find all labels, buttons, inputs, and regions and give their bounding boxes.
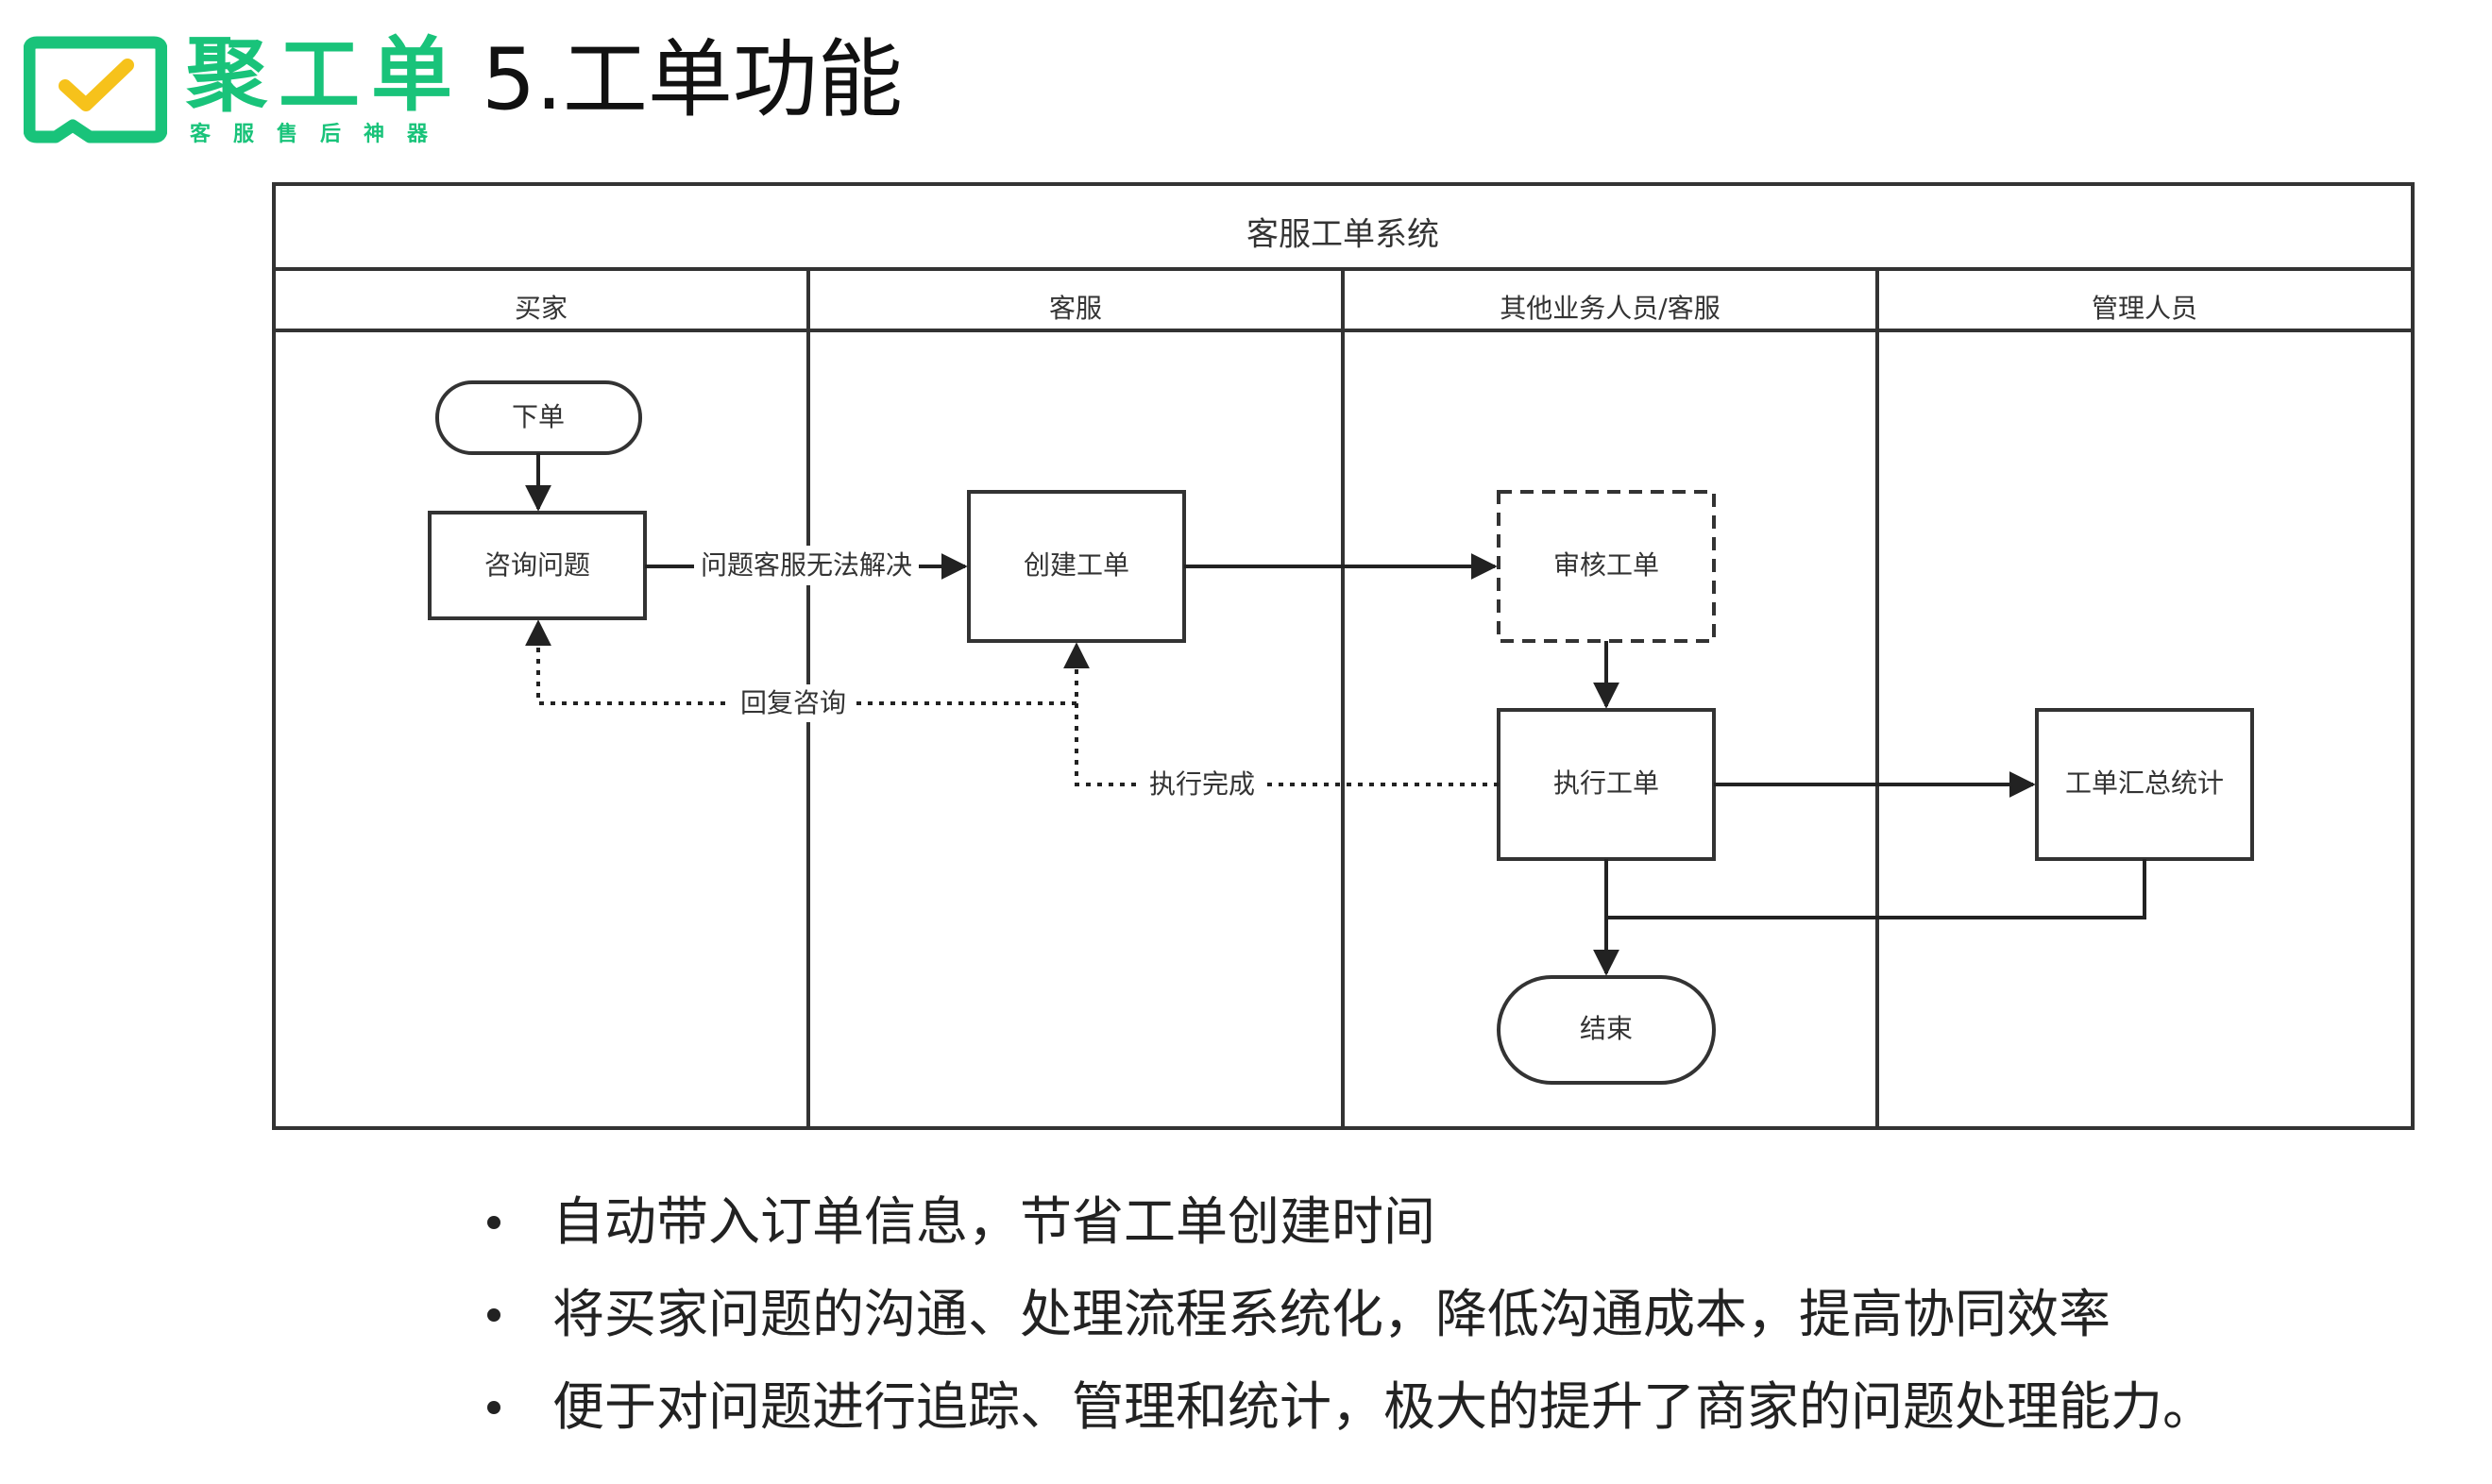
bullet-dot-icon xyxy=(487,1308,500,1322)
logo-chat-check-icon xyxy=(24,36,167,143)
node-end-label: 结束 xyxy=(1580,1013,1633,1044)
bullet-dot-icon xyxy=(487,1401,500,1414)
node-review xyxy=(1497,490,1716,643)
edge-summary-to-end xyxy=(1606,859,2146,919)
swimlane-diagram: 客服工单系统 买家 客服 其他业务人员/客服 管理人员 下单 咨询问题 创建工单… xyxy=(272,182,2415,1130)
brand-tagline: 客服售后神器 xyxy=(190,123,451,146)
diagram-title: 客服工单系统 xyxy=(1246,216,1439,254)
bullet-item: 将买家问题的沟通、处理流程系统化，降低沟通成本，提高协同效率 xyxy=(482,1268,2214,1360)
brand-name: 聚工单 xyxy=(186,28,464,123)
edge-label-bg xyxy=(732,684,855,722)
node-consult xyxy=(428,511,647,620)
node-summary xyxy=(2035,708,2254,861)
edge-label-bg xyxy=(1141,766,1263,803)
node-review-label: 审核工单 xyxy=(1553,549,1659,581)
bullet-list: 自动带入订单信息，节省工单创建时间 将买家问题的沟通、处理流程系统化，降低沟通成… xyxy=(482,1175,2214,1453)
slide-title: 5.工单功能 xyxy=(482,30,903,129)
edge-label-bg xyxy=(694,546,919,585)
brand-logo: 聚工单 客服售后神器 xyxy=(24,28,452,153)
edge-label-done: 执行完成 xyxy=(1149,768,1255,800)
node-end xyxy=(1497,975,1716,1085)
node-summary-label: 工单汇总统计 xyxy=(2065,767,2224,799)
edge-reply-to-consult xyxy=(525,619,1076,705)
bullet-dot-icon xyxy=(487,1216,500,1229)
edge-label-unresolved: 问题客服无法解决 xyxy=(701,549,912,581)
bullet-text: 便于对问题进行追踪、管理和统计，极大的提升了商家的问题处理能力。 xyxy=(552,1376,2215,1437)
node-execute-label: 执行工单 xyxy=(1553,767,1659,799)
edge-label-reply: 回复咨询 xyxy=(740,687,846,718)
node-consult-label: 咨询问题 xyxy=(484,549,590,581)
node-order-label: 下单 xyxy=(512,401,565,432)
lane-manager: 管理人员 xyxy=(2092,293,2197,324)
bullet-item: 自动带入订单信息，节省工单创建时间 xyxy=(482,1175,2214,1268)
node-create-label: 创建工单 xyxy=(1024,549,1129,581)
lane-buyer: 买家 xyxy=(515,293,568,324)
bullet-text: 自动带入订单信息，节省工单创建时间 xyxy=(552,1191,1436,1252)
edge-done-to-create xyxy=(1063,642,1499,786)
bullet-text: 将买家问题的沟通、处理流程系统化，降低沟通成本，提高协同效率 xyxy=(552,1284,2111,1344)
bullet-item: 便于对问题进行追踪、管理和统计，极大的提升了商家的问题处理能力。 xyxy=(482,1360,2214,1453)
lane-service: 客服 xyxy=(1049,293,1102,324)
lane-other-staff: 其他业务人员/客服 xyxy=(1500,293,1720,324)
